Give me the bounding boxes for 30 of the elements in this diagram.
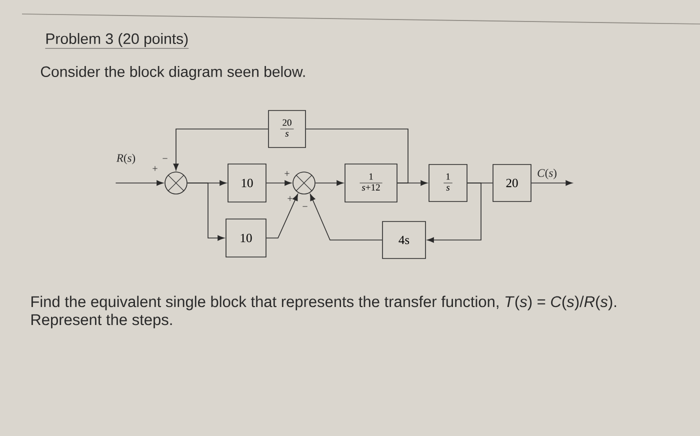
transfer-block: 1 s (428, 164, 468, 202)
sign-label: − (162, 158, 168, 159)
arrow (173, 128, 268, 170)
transfer-block: 10 (228, 164, 266, 202)
arrow (531, 180, 572, 186)
transfer-block: 10 (226, 218, 266, 258)
arrow (310, 194, 382, 240)
transfer-block: 1 s+12 (344, 164, 398, 202)
heading: Problem 3 (20 points) (45, 33, 189, 49)
arrow (115, 180, 164, 186)
arrow (427, 182, 482, 243)
sign-label: − (302, 206, 308, 207)
connector-line (306, 128, 408, 184)
arrow (315, 180, 344, 186)
transfer-block: 4s (382, 221, 426, 259)
question-text: Represent the steps. (31, 314, 172, 328)
signal-label: R(s) (116, 154, 136, 164)
arrow (266, 180, 292, 186)
summing-junction (292, 172, 316, 194)
summing-junction (164, 172, 188, 194)
instruction-text: Consider the block diagram seen below. (40, 66, 305, 80)
arrow (266, 194, 298, 238)
arrow (187, 182, 224, 241)
signal-label: C(s) (538, 168, 556, 180)
sign-label: + (288, 196, 292, 201)
sign-label: + (284, 171, 290, 176)
transfer-block: 20 s (268, 110, 306, 148)
sign-label: + (152, 166, 158, 171)
question-text: Find the equivalent single block that represents the transfer function, T(s) = C(s)/R(s). (31, 296, 616, 310)
transfer-block: 20 (492, 164, 532, 202)
